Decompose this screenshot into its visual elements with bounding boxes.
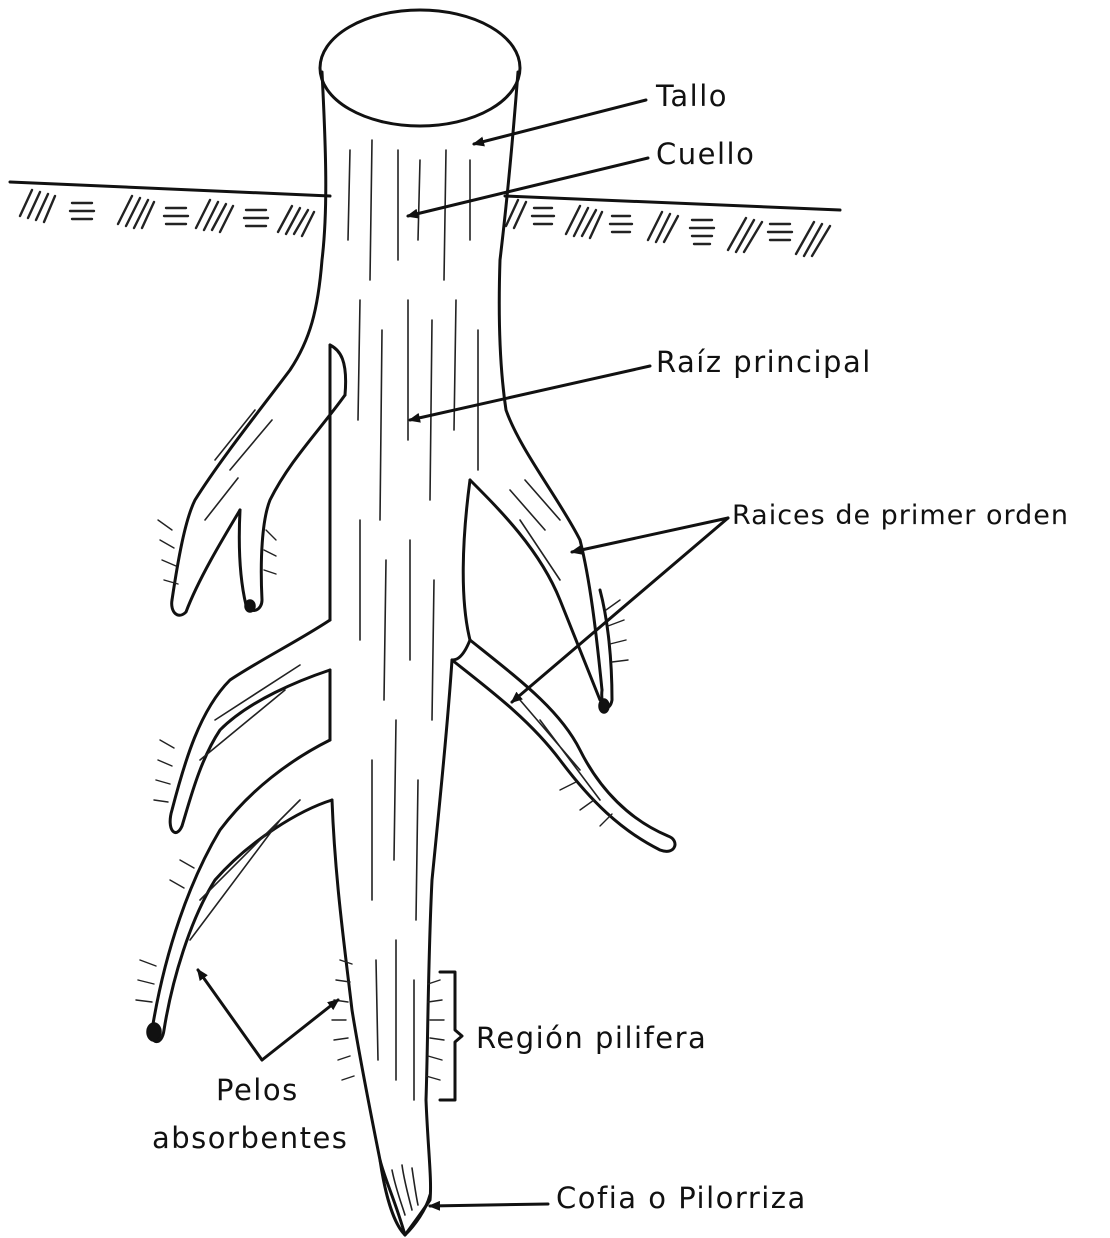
label-tallo: Tallo <box>656 82 728 111</box>
label-cofia: Cofia o Pilorriza <box>556 1184 807 1213</box>
label-raiz-principal: Raíz principal <box>656 348 872 377</box>
ground-line <box>10 182 840 210</box>
arrow-cuello <box>408 158 648 216</box>
region-bracket <box>440 972 462 1100</box>
upper-left-branch <box>172 345 346 615</box>
middle-left-branch <box>170 620 330 833</box>
arrow-pelos-2 <box>262 1000 338 1060</box>
label-pelos: Pelos <box>216 1076 299 1105</box>
main-root-lower-left <box>330 345 405 1235</box>
root-hairs <box>136 520 628 1080</box>
bark-strokes <box>190 140 600 1100</box>
label-region-pilifera: Región pilifera <box>476 1024 707 1053</box>
arrow-pelos-1 <box>198 970 262 1060</box>
arrow-primer-orden-2 <box>512 518 728 702</box>
middle-right-branch <box>452 640 675 851</box>
root-tips <box>147 600 609 1041</box>
arrow-primer-orden-1 <box>572 518 728 552</box>
arrow-raiz-principal <box>410 366 650 420</box>
soil-hatching <box>20 190 830 256</box>
arrow-cofia <box>430 1204 548 1206</box>
arrow-tallo <box>474 100 646 144</box>
label-raices-primer-orden: Raices de primer orden <box>732 502 1069 529</box>
label-cuello: Cuello <box>656 140 755 169</box>
label-absorbentes: absorbentes <box>152 1124 348 1153</box>
root-outline-left <box>172 72 326 600</box>
main-root-lower-right <box>405 640 470 1235</box>
stem-top <box>320 10 520 126</box>
